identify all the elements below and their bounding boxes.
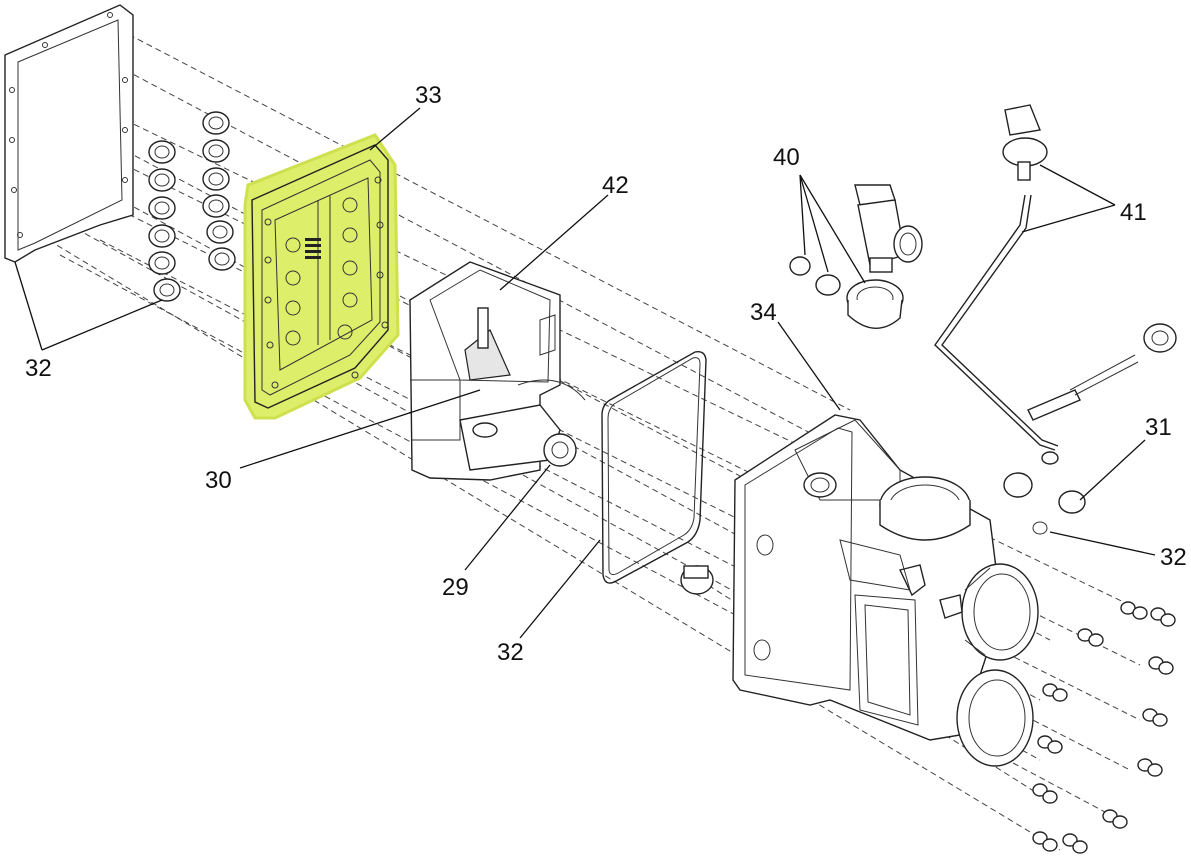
gasket-frame-center (601, 350, 707, 584)
callout-30: 30 (205, 467, 232, 494)
callout-32-left: 32 (25, 355, 52, 382)
valve-plate-highlighted (243, 133, 400, 420)
valve-plate-holes (285, 197, 358, 346)
callout-31: 31 (1145, 414, 1172, 441)
relief-valve-assembly (789, 184, 923, 329)
leader-lines (14, 107, 1156, 639)
callout-32-right: 32 (1160, 544, 1187, 571)
nuts-and-washers (1032, 601, 1176, 854)
valve-plate-bolt-holes (264, 176, 389, 389)
seal-rings-left (148, 140, 181, 302)
callout-40: 40 (773, 144, 800, 171)
heater-and-fittings (1003, 323, 1177, 535)
highlight-area (243, 133, 400, 420)
callout-32-center: 32 (497, 639, 524, 666)
callout-33: 33 (415, 82, 442, 109)
gasket-frame-left (4, 4, 134, 263)
callout-41: 41 (1120, 199, 1147, 226)
callout-34: 34 (750, 299, 777, 326)
callout-42: 42 (602, 172, 629, 199)
callout-29: 29 (442, 574, 469, 601)
pressure-switch-assembly (934, 104, 1059, 465)
plug-fitting (680, 565, 714, 595)
callout-labels: 33 42 40 41 34 31 32 32 32 30 29 (25, 82, 1187, 666)
valve-body-insert (409, 261, 586, 481)
seal-rings-right (202, 111, 236, 271)
valve-plate-marking (305, 238, 321, 259)
valve-housing (732, 414, 1039, 767)
